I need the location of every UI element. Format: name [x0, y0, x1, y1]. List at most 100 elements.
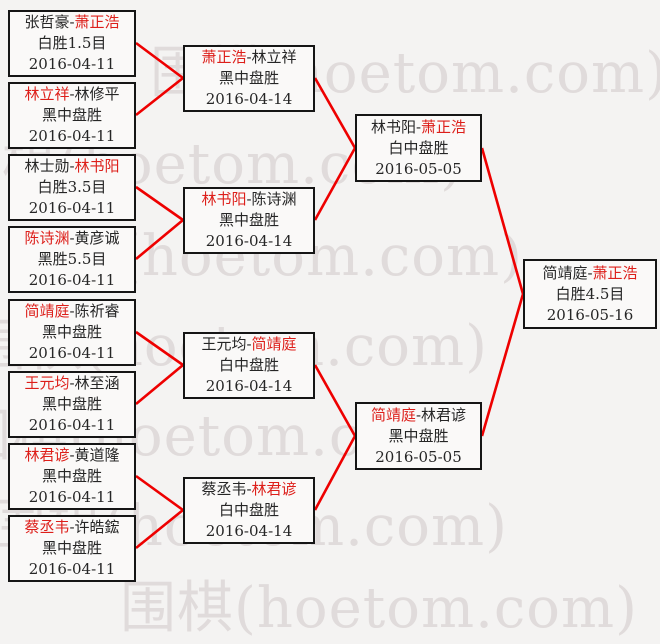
match-date: 2016-04-11	[28, 55, 116, 73]
match-date: 2016-04-11	[28, 416, 116, 434]
match-players: 陈诗渊-黄彦诚	[10, 228, 134, 249]
match-date: 2016-04-11	[28, 271, 116, 289]
player2-name: 黄彦诚	[74, 229, 120, 247]
match-box-semifinal-2: 简靖庭-林君谚 黑中盘胜 2016-05-05	[355, 402, 482, 470]
player2-name: 萧正浩	[421, 117, 467, 136]
match-date: 2016-04-11	[28, 344, 116, 362]
players-separator: -	[415, 405, 422, 424]
match-result: 黑中盘胜	[41, 395, 102, 413]
match-players: 蔡丞韦-许皓鋐	[10, 517, 134, 538]
player1-name: 简靖庭	[370, 405, 416, 424]
match-result: 白中盘胜	[218, 356, 279, 374]
match-date: 2016-04-14	[205, 522, 293, 540]
match-result: 白胜1.5目	[37, 34, 107, 52]
players-separator: -	[69, 13, 75, 31]
player1-name: 王元均	[24, 374, 70, 392]
player2-name: 简靖庭	[251, 335, 297, 353]
player2-name: 萧正浩	[592, 263, 638, 282]
match-box-round2-3: 王元均-简靖庭 白中盘胜 2016-04-14	[183, 332, 315, 399]
player1-name: 蔡丞韦	[201, 480, 247, 498]
match-result: 白中盘胜	[388, 138, 449, 157]
players-separator: -	[69, 446, 75, 464]
player2-name: 林君谚	[421, 405, 467, 424]
player1-name: 简靖庭	[24, 302, 70, 320]
players-separator: -	[587, 263, 593, 282]
player2-name: 林立祥	[251, 48, 297, 66]
match-date: 2016-05-05	[375, 159, 462, 178]
players-separator: -	[246, 190, 252, 208]
match-date: 2016-04-11	[28, 199, 116, 217]
players-separator: -	[69, 157, 75, 175]
match-result: 黑中盘胜	[41, 467, 102, 485]
match-result: 黑中盘胜	[41, 323, 102, 341]
match-box-round2-1: 萧正浩-林立祥 黑中盘胜 2016-04-14	[183, 45, 315, 112]
bracket-connector-lines	[135, 41, 525, 550]
match-players: 张哲豪-萧正浩	[10, 12, 134, 33]
player1-name: 林书阳	[201, 190, 247, 208]
match-box-final: 简靖庭-萧正浩 白胜4.5目 2016-05-16	[523, 259, 657, 329]
match-date: 2016-04-11	[28, 488, 116, 506]
match-date: 2016-04-14	[205, 377, 293, 395]
match-date: 2016-04-14	[205, 232, 293, 250]
player1-name: 张哲豪	[24, 13, 70, 31]
player1-name: 林士勋	[24, 157, 70, 175]
player1-name: 蔡丞韦	[24, 518, 70, 536]
match-date: 2016-04-11	[28, 127, 116, 145]
player2-name: 林书阳	[74, 157, 120, 175]
match-players: 简靖庭-林君谚	[357, 405, 480, 426]
player2-name: 林修平	[74, 85, 120, 103]
player1-name: 王元均	[201, 335, 247, 353]
match-result: 黑中盘胜	[41, 106, 102, 124]
match-players: 王元均-简靖庭	[185, 334, 313, 355]
match-result: 白中盘胜	[218, 501, 279, 519]
match-box-round1-6: 王元均-林至涵 黑中盘胜 2016-04-11	[8, 371, 136, 438]
match-date: 2016-04-11	[28, 560, 116, 578]
match-result: 黑中盘胜	[218, 69, 279, 87]
players-separator: -	[246, 480, 252, 498]
match-result: 黑胜5.5目	[37, 250, 107, 268]
match-date: 2016-04-14	[205, 90, 293, 108]
players-separator: -	[69, 518, 75, 536]
players-separator: -	[69, 302, 75, 320]
match-box-round1-8: 蔡丞韦-许皓鋐 黑中盘胜 2016-04-11	[8, 515, 136, 582]
players-separator: -	[69, 229, 75, 247]
player1-name: 林立祥	[24, 85, 70, 103]
player1-name: 简靖庭	[542, 263, 588, 282]
match-result: 黑中盘胜	[218, 211, 279, 229]
match-box-semifinal-1: 林书阳-萧正浩 白中盘胜 2016-05-05	[355, 114, 482, 182]
match-result: 黑中盘胜	[388, 426, 449, 445]
match-players: 林书阳-陈诗渊	[185, 189, 313, 210]
player2-name: 林君谚	[251, 480, 297, 498]
match-result: 白胜3.5目	[37, 178, 107, 196]
match-box-round1-3: 林士勋-林书阳 白胜3.5目 2016-04-11	[8, 154, 136, 221]
match-date: 2016-05-05	[375, 447, 462, 466]
player2-name: 陈祈睿	[74, 302, 120, 320]
player2-name: 许皓鋐	[74, 518, 120, 536]
player1-name: 林君谚	[24, 446, 70, 464]
match-date: 2016-05-16	[546, 305, 634, 324]
match-players: 简靖庭-萧正浩	[525, 263, 655, 284]
match-box-round1-7: 林君谚-黄道隆 黑中盘胜 2016-04-11	[8, 443, 136, 510]
match-players: 王元均-林至涵	[10, 373, 134, 394]
match-players: 林书阳-萧正浩	[357, 117, 480, 138]
match-players: 简靖庭-陈祈睿	[10, 301, 134, 322]
players-separator: -	[69, 374, 75, 392]
player2-name: 林至涵	[74, 374, 120, 392]
match-players: 蔡丞韦-林君谚	[185, 479, 313, 500]
match-box-round1-2: 林立祥-林修平 黑中盘胜 2016-04-11	[8, 82, 136, 149]
player2-name: 萧正浩	[74, 13, 120, 31]
match-box-round1-4: 陈诗渊-黄彦诚 黑胜5.5目 2016-04-11	[8, 226, 136, 293]
match-players: 林立祥-林修平	[10, 84, 134, 105]
match-box-round2-4: 蔡丞韦-林君谚 白中盘胜 2016-04-14	[183, 477, 315, 544]
player2-name: 黄道隆	[74, 446, 120, 464]
match-result: 白胜4.5目	[555, 284, 625, 303]
player2-name: 陈诗渊	[251, 190, 297, 208]
match-box-round2-2: 林书阳-陈诗渊 黑中盘胜 2016-04-14	[183, 187, 315, 254]
match-result: 黑中盘胜	[41, 539, 102, 557]
players-separator: -	[415, 117, 422, 136]
player1-name: 萧正浩	[201, 48, 247, 66]
match-box-round1-5: 简靖庭-陈祈睿 黑中盘胜 2016-04-11	[8, 299, 136, 366]
players-separator: -	[69, 85, 75, 103]
match-players: 萧正浩-林立祥	[185, 47, 313, 68]
match-players: 林士勋-林书阳	[10, 156, 134, 177]
